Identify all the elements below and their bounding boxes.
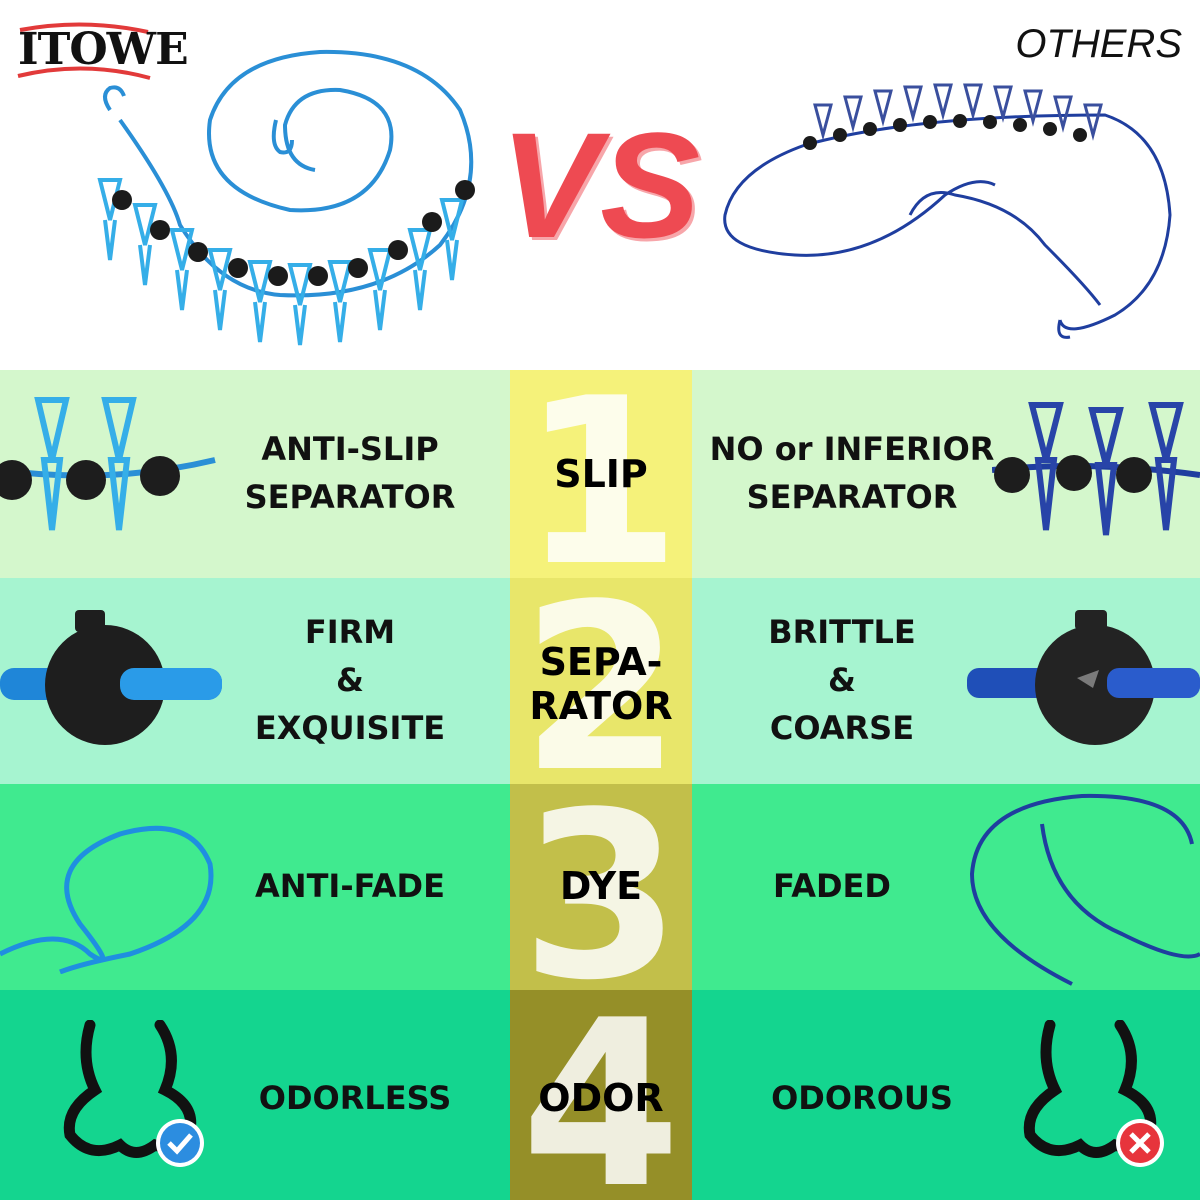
brand-name: ITOWE: [18, 24, 189, 75]
others-text-line: COARSE: [769, 709, 915, 747]
itowe-text-line: ANTI-SLIP: [261, 430, 439, 468]
others-cell: NO or INFERIOR SEPARATOR: [692, 370, 1200, 578]
vs-label: VS: [500, 101, 701, 269]
category-label: DYE: [559, 864, 643, 908]
rope-loop-icon: [969, 793, 1200, 986]
brand-swoosh-icon: [17, 22, 151, 80]
comparison-row-separator: FIRM & EXQUISITE 2 SEPA- RATOR BRITTLE &…: [0, 578, 1200, 784]
others-text-line: ODOROUS: [771, 1079, 953, 1117]
category-cell: 3 DYE: [510, 784, 692, 990]
rope-loop-icon: [0, 825, 214, 974]
others-text-line: &: [828, 661, 856, 699]
category-label: RATOR: [529, 684, 673, 728]
others-text-line: BRITTLE: [768, 613, 916, 651]
others-text-line: SEPARATOR: [746, 478, 958, 516]
others-cell: BRITTLE & COARSE: [692, 578, 1200, 784]
brand-logo: ITOWE: [14, 20, 189, 80]
category-number: 4: [520, 990, 682, 1200]
itowe-text-line: ANTI-FADE: [255, 867, 445, 905]
others-text-line: FADED: [773, 867, 891, 905]
itowe-clothesline-image: [97, 49, 475, 346]
others-label: OTHERS: [1015, 22, 1182, 66]
comparison-row-slip: ANTI-SLIP SEPARATOR 1 SLIP NO or INFERIO…: [0, 370, 1200, 578]
nose-cross-icon: [1023, 1020, 1164, 1167]
blue-clips-icon: [0, 397, 216, 531]
category-label: SLIP: [554, 452, 648, 496]
others-cell: ODOROUS: [692, 990, 1200, 1200]
category-number: 3: [520, 784, 682, 990]
cord-lock-icon: [0, 610, 222, 745]
itowe-cell: ODORLESS: [0, 990, 510, 1200]
cord-lock-icon: [967, 610, 1200, 745]
navy-clips-icon: [992, 402, 1200, 536]
itowe-text-line: SEPARATOR: [244, 478, 456, 516]
itowe-text-line: &: [336, 661, 364, 699]
itowe-text-line: ODORLESS: [258, 1079, 452, 1117]
others-cell: FADED: [692, 784, 1200, 990]
category-label: ODOR: [538, 1076, 664, 1120]
comparison-row-odor: ODORLESS 4 ODOR ODOROUS: [0, 990, 1200, 1200]
itowe-text-line: EXQUISITE: [254, 709, 446, 747]
nose-check-icon: [63, 1020, 204, 1167]
category-label: SEPA-: [539, 640, 663, 684]
header: ITOWE OTHERS VS: [0, 0, 1200, 370]
category-cell: 4 ODOR: [510, 990, 692, 1200]
category-cell: 1 SLIP: [510, 370, 692, 578]
itowe-cell: ANTI-FADE: [0, 784, 510, 990]
others-clothesline-image: [723, 83, 1172, 339]
others-text-line: NO or INFERIOR: [709, 430, 995, 468]
itowe-text-line: FIRM: [304, 613, 396, 651]
itowe-cell: FIRM & EXQUISITE: [0, 578, 510, 784]
comparison-row-dye: ANTI-FADE 3 DYE FADED: [0, 784, 1200, 990]
category-number: 1: [520, 370, 682, 578]
itowe-cell: ANTI-SLIP SEPARATOR: [0, 370, 510, 578]
category-number: 2: [520, 578, 682, 784]
category-cell: 2 SEPA- RATOR: [510, 578, 692, 784]
